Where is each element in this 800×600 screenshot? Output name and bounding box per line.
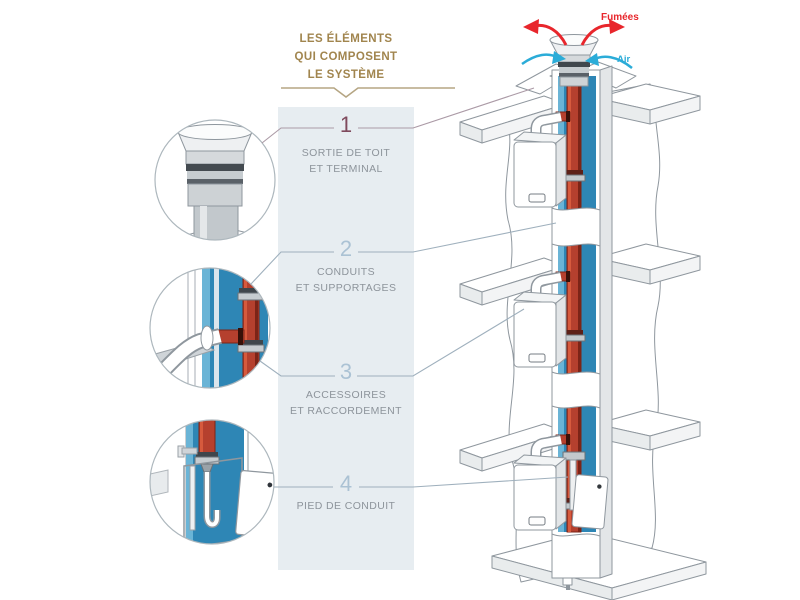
fumees-label: Fumées: [601, 12, 639, 23]
floor-slabs-right: [595, 83, 701, 451]
leader-lines: [250, 87, 569, 488]
legend-number-3: 3: [339, 359, 353, 384]
access-door: [571, 474, 609, 530]
legend-label-sortie-de-toit: SORTIE DE TOIT ET TERMINAL: [301, 147, 391, 175]
callout-conduit-base: [149, 419, 275, 545]
legend-panel: [278, 107, 414, 570]
legend-label-accessoires: ACCESSOIRES ET RACCORDEMENT: [290, 389, 402, 417]
legend-number-1: 1: [339, 112, 353, 137]
callout-flue-connection: [149, 267, 271, 389]
building-cutaway-illustration: [459, 19, 707, 600]
title-underline-chevron: [281, 87, 455, 98]
fumees-arrows: [523, 19, 625, 46]
legend-label-conduits: CONDUITS ET SUPPORTAGES: [295, 266, 397, 294]
legend-label-pied-de-conduit: PIED DE CONDUIT: [296, 500, 396, 512]
legend-number-2: 2: [339, 236, 353, 261]
air-label: Air: [617, 54, 631, 65]
air-arrows: [521, 51, 633, 69]
legend-number-4: 4: [339, 471, 353, 496]
page-title: LES ÉLÉMENTS QUI COMPOSENT LE SYSTÈME: [294, 33, 398, 81]
